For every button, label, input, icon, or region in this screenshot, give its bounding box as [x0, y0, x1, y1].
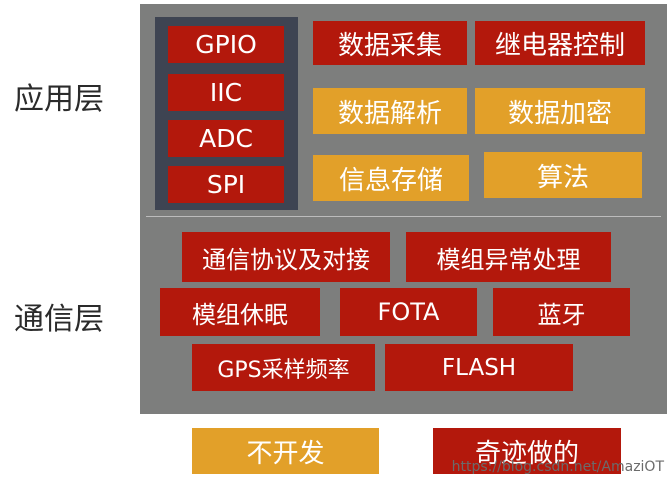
iic-block: IIC: [168, 74, 284, 111]
module-sleep-block: 模组休眠: [160, 288, 320, 336]
legend-miracle: 奇迹做的: [433, 428, 621, 474]
data-encryption-block: 数据加密: [475, 88, 645, 134]
gpio-block: GPIO: [168, 26, 284, 63]
algorithm-block: 算法: [484, 152, 642, 198]
protocol-integration-block: 通信协议及对接: [182, 232, 390, 282]
app-layer-label: 应用层: [14, 82, 104, 117]
data-collection-block: 数据采集: [313, 21, 467, 65]
info-storage-block: 信息存储: [313, 155, 469, 201]
comm-layer-label: 通信层: [14, 302, 104, 337]
module-exception-block: 模组异常处理: [406, 232, 611, 282]
spi-block: SPI: [168, 166, 284, 203]
fota-block: FOTA: [340, 288, 477, 336]
watermark: https://blog.csdn.net/AmaziOT: [451, 459, 664, 475]
data-parsing-block: 数据解析: [313, 88, 467, 134]
flash-block: FLASH: [385, 344, 573, 391]
legend-not-developed: 不开发: [192, 428, 379, 474]
bluetooth-block: 蓝牙: [493, 288, 630, 336]
adc-block: ADC: [168, 120, 284, 157]
relay-control-block: 继电器控制: [475, 21, 645, 65]
gps-sampling-block: GPS采样频率: [192, 344, 375, 391]
layer-divider: [146, 216, 661, 217]
